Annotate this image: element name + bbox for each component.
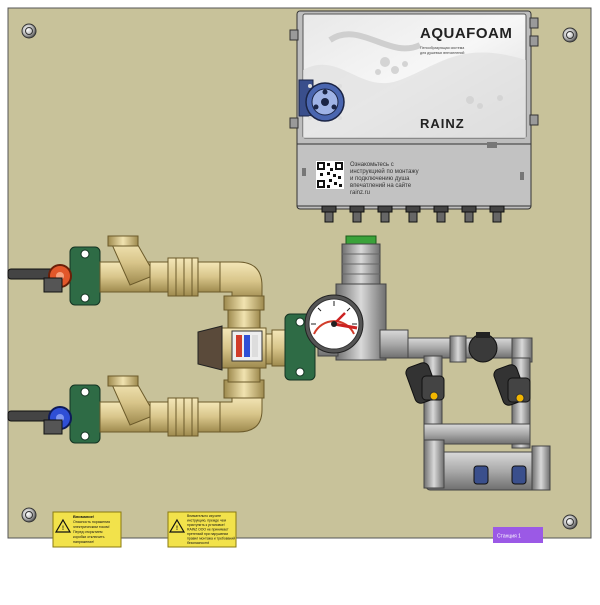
warning-text: Внимательно изучите (187, 514, 221, 518)
electric-hazard-icon (54, 518, 72, 533)
hot-water-line (7, 235, 265, 331)
solenoid-valve-icon (405, 362, 445, 404)
install-instructions: rainz.ru (350, 190, 370, 196)
warning-sticker-electric: ! Внимание! Опасность поражения электрич… (52, 511, 122, 548)
warning-text: Опасность поражения (73, 520, 110, 524)
warning-text: правил монтажа и требований (187, 537, 235, 541)
peristaltic-pump-icon (298, 79, 345, 122)
warning-text: претензий при нарушении (187, 532, 228, 536)
install-instructions: инструкцией по монтажу (350, 168, 419, 175)
screw-icon (562, 27, 578, 43)
pressure-gauge-icon (304, 294, 364, 354)
brand-title: AQUAFOAM (420, 25, 512, 42)
install-instructions: Ознакомьтесь с (350, 162, 394, 168)
station-tag (493, 527, 543, 543)
warning-text: электрическим током! (73, 525, 110, 529)
warning-triangle-icon (168, 518, 186, 533)
warning-text: напряжение! (73, 540, 94, 544)
cable-glands (321, 205, 505, 223)
screw-icon (562, 514, 578, 530)
thermostatic-mixer (197, 325, 287, 371)
brand-tagline: для душевых впечатлений (420, 51, 464, 55)
screw-icon (21, 507, 37, 523)
warning-text: коробки отключить (73, 535, 105, 539)
aquafoam-controller: AQUAFOAM Пенообразующая система для душе… (289, 10, 539, 223)
board-screws (21, 23, 578, 530)
svg-text:!: ! (62, 526, 64, 532)
maker-logo: RAINZ (420, 116, 465, 131)
warning-text: безопасности! (187, 541, 209, 545)
qr-code-icon (316, 161, 344, 189)
warning-text: приступить к установке! (187, 523, 225, 527)
warning-title: Внимание! (73, 514, 94, 519)
brand-tagline: Пенообразующая система (420, 46, 464, 50)
install-instructions: впечатлений на сайте (350, 182, 412, 189)
svg-text:!: ! (176, 526, 178, 532)
warning-text: Перед открытием (73, 530, 103, 534)
screw-icon (21, 23, 37, 39)
solenoid-valve-icon (493, 364, 531, 406)
station-tag-label: Станция 1 (497, 534, 521, 540)
install-instructions: и подключению душа (350, 176, 410, 182)
solenoid-manifold (405, 332, 551, 491)
warning-text: RAINZ ООО не принимает (187, 528, 229, 532)
warning-sticker-installation: ! Внимательно изучите инструкцию, прежде… (167, 511, 237, 548)
pressure-sensor-icon (468, 333, 498, 363)
cold-water-line (7, 363, 265, 444)
warning-text: инструкцию, прежде чем (187, 519, 227, 523)
